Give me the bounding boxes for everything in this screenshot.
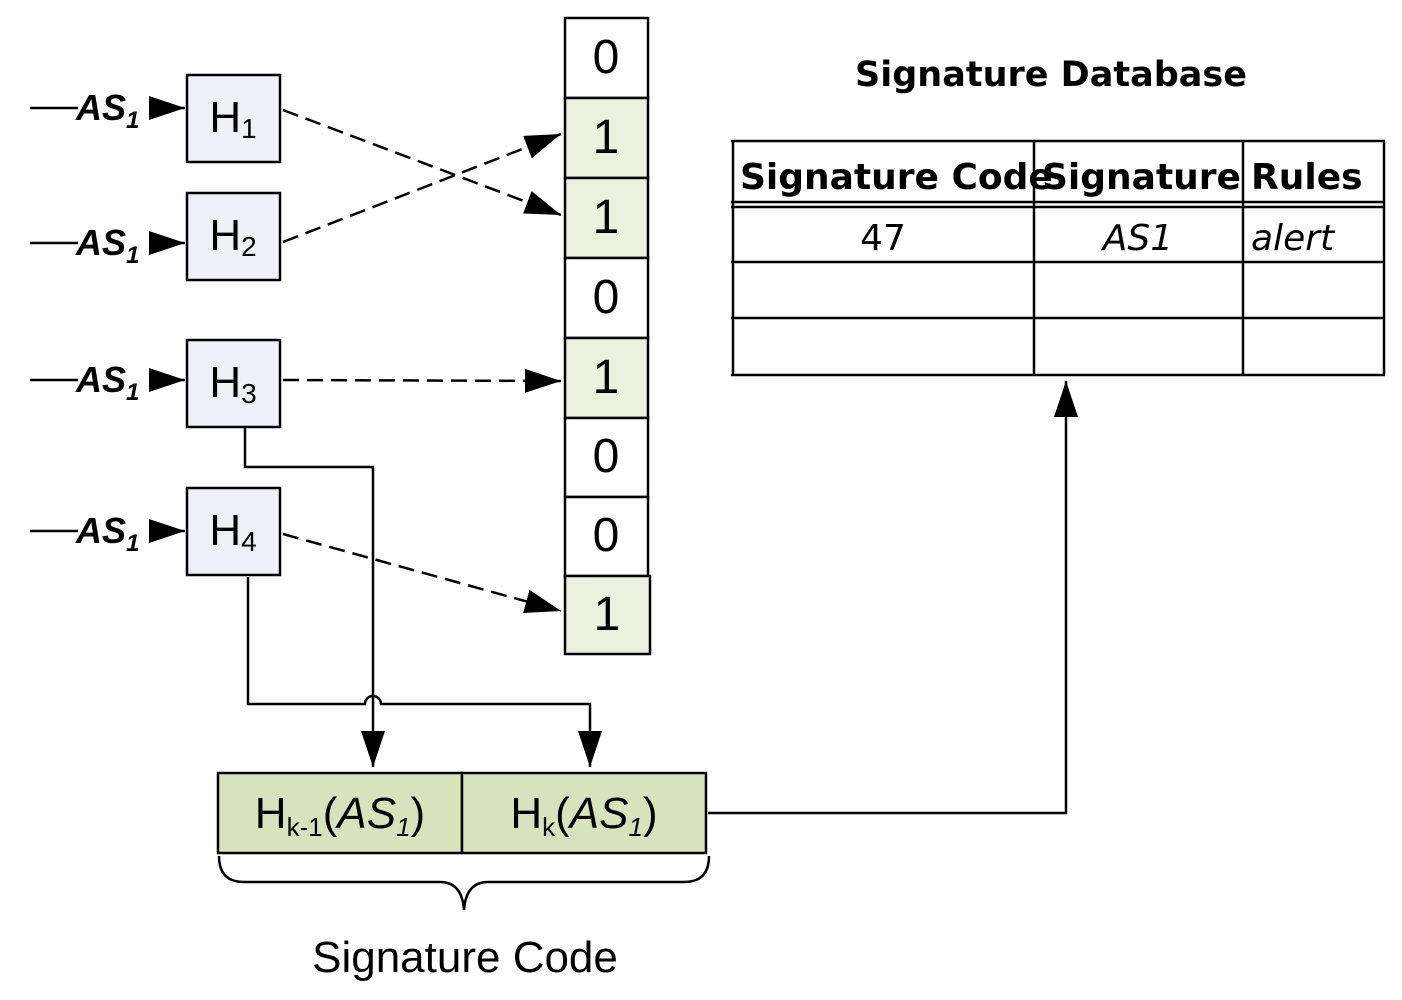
input-label-4: AS1	[75, 510, 139, 557]
svg-text:1: 1	[594, 588, 621, 641]
svg-text:H3: H3	[209, 358, 256, 409]
signature-code-brace	[217, 855, 711, 911]
input-arrow-3: AS1	[30, 359, 185, 406]
h3-to-bit4-arrow	[282, 368, 562, 393]
bit-array: 0 1 1 0 1 0 0 1	[563, 16, 652, 656]
svg-text:0: 0	[593, 31, 620, 84]
signature-code-cell-1: Hk-1(AS1)	[255, 789, 425, 842]
svg-text:1: 1	[593, 111, 620, 164]
hash-mapping-arrows	[282, 108, 562, 613]
db-header-signature: Signature	[1042, 157, 1241, 198]
bit-cell-6: 0	[563, 495, 650, 578]
hash-box-2: H2	[185, 191, 282, 282]
svg-text:0: 0	[593, 509, 620, 562]
bit-cell-5: 0	[563, 416, 650, 499]
bit-cell-3: 0	[563, 256, 650, 340]
h3-to-code-connector	[243, 428, 385, 767]
svg-text:H1: H1	[209, 93, 256, 144]
input-arrow-4: AS1	[30, 510, 185, 557]
bit-cell-0: 0	[563, 16, 650, 100]
h4-to-bit7-arrow	[282, 532, 562, 613]
hash-box-4: H4	[185, 486, 282, 577]
db-cell-signature-code: 47	[860, 218, 906, 259]
bit-cell-7: 1	[563, 574, 652, 656]
input-label-2: AS1	[75, 222, 139, 269]
db-header-rules: Rules	[1251, 157, 1363, 198]
db-cell-signature: AS1	[1101, 218, 1173, 259]
db-cell-rules: alert	[1251, 218, 1336, 259]
bit-cell-2: 1	[563, 176, 650, 260]
signature-database-table	[731, 139, 1386, 377]
h4-to-code-connector	[246, 577, 602, 767]
signature-code-box: Hk-1(AS1) Hk(AS1)	[216, 771, 708, 855]
signature-code-cell-2: Hk(AS1)	[510, 789, 657, 842]
input-arrow-2: AS1	[30, 222, 185, 269]
db-header-signature-code: Signature Code	[740, 157, 1053, 198]
hash-box-3: H3	[185, 338, 282, 429]
bit-cell-4: 1	[563, 336, 650, 420]
h1-to-bit2-arrow	[282, 108, 562, 217]
svg-text:0: 0	[593, 271, 620, 324]
svg-text:H2: H2	[209, 211, 256, 262]
svg-text:0: 0	[593, 430, 620, 483]
svg-text:1: 1	[593, 191, 620, 244]
signature-code-caption: Signature Code	[312, 933, 618, 982]
h2-to-bit1-arrow	[282, 132, 562, 244]
hash-box-1: H1	[185, 73, 282, 164]
code-to-database-arrow	[708, 381, 1078, 815]
svg-text:H4: H4	[209, 506, 256, 557]
database-title: Signature Database	[855, 55, 1247, 95]
input-label-3: AS1	[75, 359, 139, 406]
input-label-1: AS1	[75, 87, 139, 134]
bit-cell-1: 1	[563, 96, 650, 180]
input-arrow-1: AS1	[30, 87, 185, 134]
svg-text:1: 1	[593, 351, 620, 404]
